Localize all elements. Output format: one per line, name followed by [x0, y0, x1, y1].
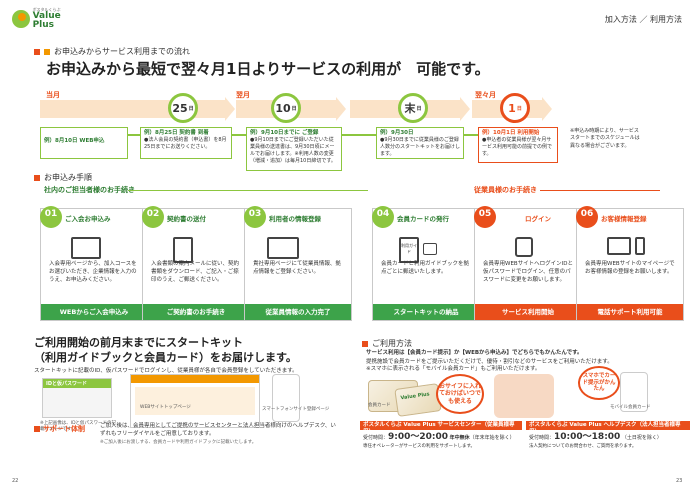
screen2-caption: WEBサイトトップページ [140, 405, 191, 410]
flow-note: ※申込み時期により、サービススタートまでのスケジュールは異なる場合がございます。 [570, 128, 640, 149]
flow-section-title: お申込みからサービス利用までの流れ [34, 46, 190, 57]
timeline-arrow-icon [542, 97, 552, 121]
step-01-button[interactable]: WEBからご入会申込み [41, 304, 147, 320]
page-number-left: 22 [12, 478, 19, 484]
screen3-caption: スマートフォンサイト登録ページ [262, 407, 330, 412]
step-badge: 02 [142, 206, 164, 228]
step-02: 02 契約書の送付 入会書類の案内メールに従い、契約書類をダウンロード、ご記入・… [142, 206, 250, 321]
hotlines: ボスタルくらぶ Value Plus サービスセンター（従業員様専用） 受付時間… [360, 421, 690, 449]
timeline-label-next-month: 翌月 [236, 91, 250, 99]
timeline-arrow-icon [336, 97, 346, 121]
document-icon [173, 237, 193, 263]
step-03-button[interactable]: 従業員情報の入力完了 [245, 304, 351, 320]
step-badge: 04 [372, 206, 394, 228]
smartphone-screenshot [272, 374, 300, 422]
step-04-button[interactable]: スタートキットの納品 [373, 304, 479, 320]
square-bullet-icon [34, 426, 40, 432]
support-text: ご加入後は、会員専用としてご提携のサービスセンターと法人担当者様向けのヘルプデス… [100, 423, 336, 445]
computer-icon [607, 237, 631, 255]
flow-headline: お申込みから最短で翌々月1日よりサービスの利用が 可能です。 [46, 60, 490, 78]
square-bullet-icon [44, 48, 50, 55]
startkit-title: ご利用開始の前月末までにスタートキット （利用ガイドブックと会員カード）をお届け… [34, 336, 297, 364]
lock-icon [515, 237, 533, 257]
help-desk-hotline: ボスタルくらぶ Value Plus ヘルプデスク（法人担当者様専用） 受付時間… [526, 421, 690, 449]
flow-box-web-apply: 例）8月10日 WEB申込 [40, 127, 128, 159]
flow-box-delivery: 例）9月30日 ●9月30日までに従業員様のご登録人数分のスタートキットをお届け… [376, 127, 464, 159]
wallet-bubble: おサイフに入れておけばいつでも使える [436, 374, 484, 414]
guidebook-icon: 利用ガイド [399, 237, 419, 263]
page-number-right: 23 [676, 478, 683, 484]
step-badge: 06 [576, 206, 598, 228]
startkit-desc: スタートキットに記載のID、仮パスワードでログインし、従業員様が各自で会員登録を… [34, 368, 298, 374]
timeline-label-month-after: 翌々月 [475, 91, 496, 99]
monitor-icon [71, 237, 101, 259]
timeline-arrow-icon [460, 97, 470, 121]
step-05-button[interactable]: サービス利用開始 [475, 304, 581, 320]
logo-icon [12, 10, 30, 28]
step-badge: 05 [474, 206, 496, 228]
id-password-sample: IDと仮パスワード [42, 378, 112, 418]
smartphone-icon [635, 237, 645, 255]
member-card-image: Value Plus [394, 383, 442, 417]
flow-box-register: 例）9月10日までに ご登録 ●9月10日までにご登録いただいた従業員様の送達書… [246, 127, 342, 171]
header-nav: 加入方法 ／ 利用方法 [604, 15, 682, 24]
step-badge: 01 [40, 206, 62, 228]
service-center-hotline: ボスタルくらぶ Value Plus サービスセンター（従業員様専用） 受付時間… [360, 421, 522, 449]
usage-section-title: ご利用方法 [362, 338, 412, 349]
step-01: 01 ご入会お申込み 入会専用ページから、加入コースをお選びいただき、企業情報を… [40, 206, 148, 321]
group-line [128, 190, 368, 191]
logo-main-text: Value Plus [32, 11, 61, 30]
timeline-arrow-icon [225, 97, 235, 121]
square-bullet-icon [34, 48, 40, 55]
mobile-card-image [620, 372, 648, 412]
flow-box-start: 例）10月1日 利用開始 ●申込者の従業員様が翌々月サービス利用可能の前提での例… [478, 127, 558, 163]
step-02-button[interactable]: ご契約書のお手続き [143, 304, 249, 320]
laptop-wifi-icon [267, 237, 299, 259]
support-label: サポート体制 [34, 424, 85, 434]
step-04: 04 会員カードの発行 利用ガイド 会員カードと利用ガイドブックを拠点ごとに郵送… [372, 206, 480, 321]
step-03: 03 利用者の情報登録 貴社専用ページにて従業員情報、拠点情報をご登録ください。… [244, 206, 352, 321]
logo-small-text: ボスタルくらぶ [32, 7, 61, 12]
procedure-section-title: お申込み手順 [34, 172, 92, 183]
flow-box-contract: 例）8月25日 契約書 到着 ●法人会員の契約書（申込書）を8月25日までにお送… [140, 127, 232, 159]
card-caption: 会員カード [368, 403, 391, 408]
step-06: 06 お客様情報登録 会員専用WEBサイトのマイページでお客様情報の登録をお願い… [576, 206, 684, 321]
group-line [540, 190, 660, 191]
step-05: 05 ログイン 会員専用WEBサイトへログインIDと仮パスワードでログイン、任意… [474, 206, 582, 321]
left-group-label: 社内のご担当者様のお手続き [44, 186, 135, 194]
date-circle-end: 末日 [398, 93, 428, 123]
step-badge: 03 [244, 206, 266, 228]
usage-text1: 提携施設で会員カードをご提示いただくだけで、優待・割引などのサービスをご利用いた… [366, 359, 613, 365]
usage-text2: ※スマホに表示される「モバイル会員カード」もご利用いただけます。 [366, 366, 541, 372]
id-card-icon [423, 243, 437, 255]
smartphone-bubble: スマホでカード提示がかんたん [578, 366, 620, 400]
person-image [494, 374, 554, 418]
brand-logo[interactable]: ボスタルくらぶ Value Plus [12, 8, 84, 30]
square-bullet-icon [34, 174, 40, 181]
site-hero [135, 387, 255, 415]
screen1-caption: ※上記画像は、IDと仮パスワードの記載イメージです。 [40, 421, 117, 432]
square-bullet-icon [362, 340, 368, 347]
site-header-bar [131, 375, 259, 383]
mobile-caption: モバイル会員カード [610, 405, 651, 410]
step-06-button[interactable]: 電話サポート利用可能 [577, 304, 683, 320]
timeline-label-this-month: 当月 [46, 91, 60, 99]
usage-lead: サービス利用は【会員カード提示】か【WEBから申込み】でどちらでもかんたんです。 [366, 350, 583, 356]
right-group-label: 従業員様のお手続き [474, 186, 537, 194]
website-top-screenshot [130, 374, 260, 428]
